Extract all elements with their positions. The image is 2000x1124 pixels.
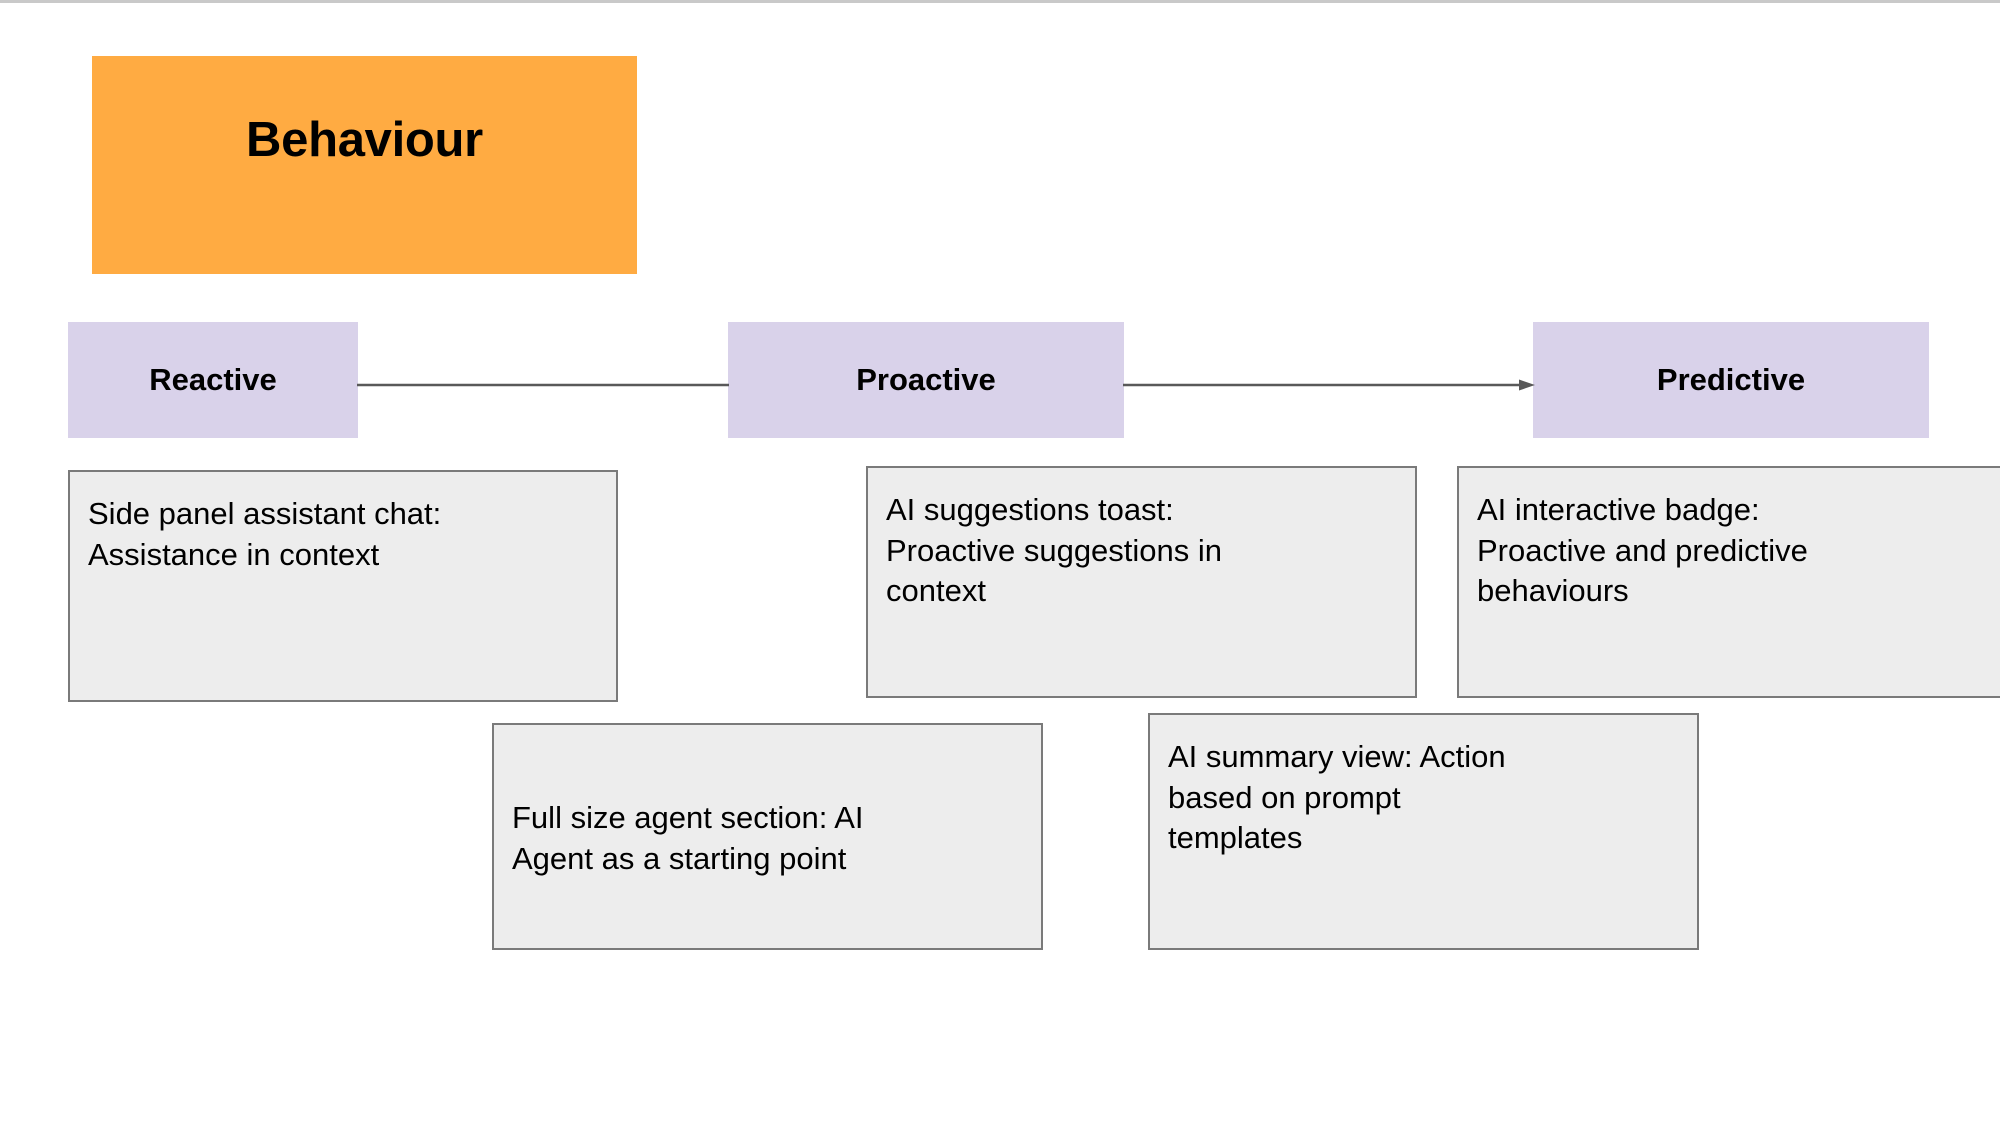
stage-label-proactive: Proactive [856,362,996,398]
stage-box-proactive[interactable]: Proactive [728,322,1124,438]
detail-card-ai-suggestions[interactable]: AI suggestions toast: Proactive suggesti… [866,466,1417,698]
detail-card-side-panel-text: Side panel assistant chat: Assistance in… [88,496,442,572]
detail-card-full-size-agent[interactable]: Full size agent section: AI Agent as a s… [492,723,1043,950]
detail-card-ai-suggestions-text: AI suggestions toast: Proactive suggesti… [886,492,1223,609]
stage-box-predictive[interactable]: Predictive [1533,322,1929,438]
detail-card-ai-summary[interactable]: AI summary view: Action based on prompt … [1148,713,1699,950]
arrowhead-icon [1519,379,1535,391]
detail-card-ai-summary-text: AI summary view: Action based on prompt … [1168,739,1506,856]
connector-proactive-to-predictive [1123,378,1535,392]
stage-label-predictive: Predictive [1656,362,1806,398]
behaviour-title-label: Behaviour [246,113,483,167]
connector-reactive-to-proactive [357,378,729,392]
detail-card-full-size-agent-text: Full size agent section: AI Agent as a s… [512,799,864,876]
stage-label-reactive: Reactive [149,362,277,398]
stage-box-reactive[interactable]: Reactive [68,322,358,438]
detail-card-ai-interactive-badge[interactable]: AI interactive badge: Proactive and pred… [1457,466,2000,698]
behaviour-title-box: Behaviour [92,56,637,274]
detail-card-side-panel[interactable]: Side panel assistant chat: Assistance in… [68,470,618,702]
top-divider [0,0,2000,3]
detail-card-ai-interactive-badge-text: AI interactive badge: Proactive and pred… [1477,492,1808,609]
